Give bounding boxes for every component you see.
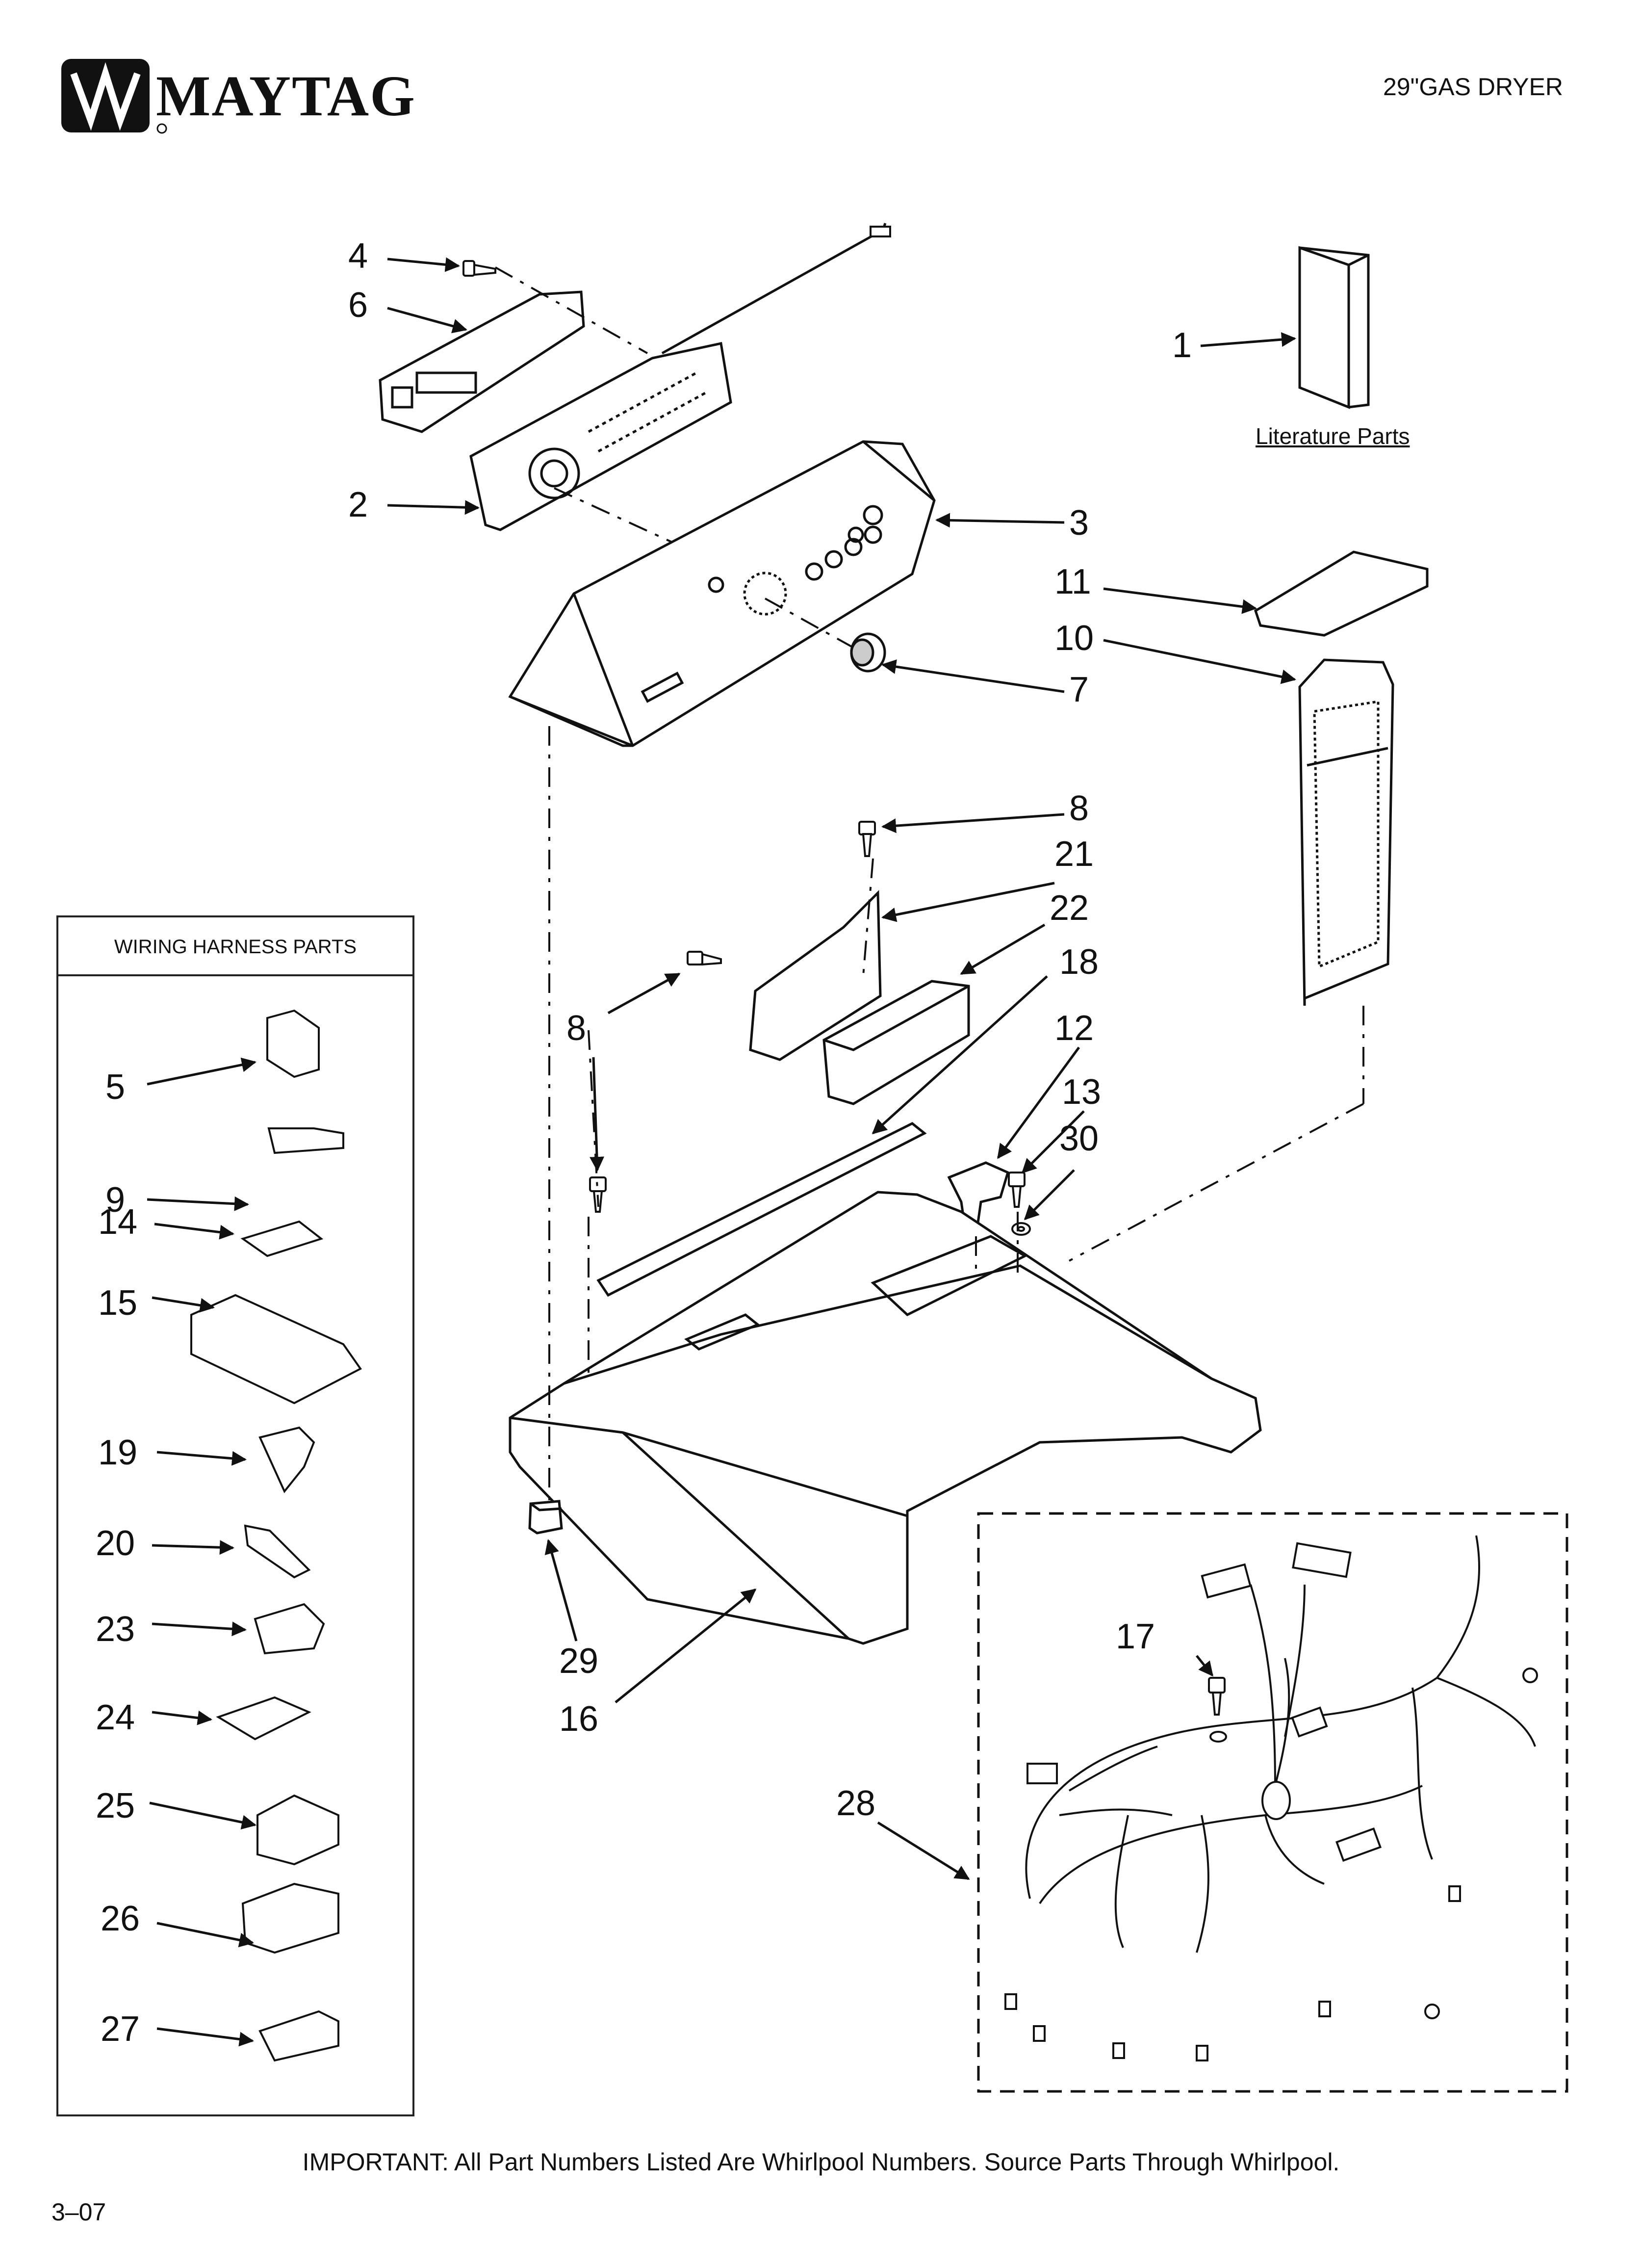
callout-1: 1	[1172, 326, 1192, 365]
screw	[1208, 1677, 1227, 1743]
callout-8: 8	[1069, 789, 1089, 828]
washer	[1011, 1222, 1031, 1236]
important-note: IMPORTANT: All Part Numbers Listed Are W…	[302, 2148, 1340, 2176]
legend-item-27: 27	[101, 2009, 140, 2049]
leader-arrows	[147, 257, 1296, 2047]
top-cover-trim	[596, 1122, 927, 1297]
harness-connector	[1004, 1542, 1538, 2061]
legend-item-25: 25	[96, 1786, 135, 1825]
legend-item-24: 24	[96, 1698, 135, 1737]
callout-22: 22	[1050, 888, 1089, 928]
literature-booklet	[1298, 246, 1370, 409]
callout-2: 2	[348, 485, 368, 524]
legend-item-23: 23	[96, 1610, 135, 1649]
legend-item-15: 15	[98, 1283, 138, 1323]
callout-16: 16	[559, 1699, 599, 1739]
callout-28: 28	[836, 1784, 876, 1823]
callout-10: 10	[1054, 619, 1094, 658]
legend-part-drawings	[190, 1009, 362, 2062]
brand-name: MAYTAG	[156, 64, 416, 128]
screw	[687, 951, 722, 966]
callout-13: 13	[1062, 1072, 1102, 1112]
callout-17: 17	[1116, 1617, 1155, 1656]
knob	[850, 632, 886, 673]
callout-30: 30	[1059, 1119, 1099, 1158]
control-board	[469, 342, 732, 531]
screw	[1008, 1172, 1026, 1208]
literature-parts-label: Literature Parts	[1256, 423, 1410, 449]
callout-3: 3	[1069, 503, 1089, 543]
callout-12: 12	[1054, 1009, 1094, 1048]
foot	[528, 1500, 563, 1535]
legend-item-19: 19	[98, 1433, 138, 1472]
callout-18: 18	[1059, 942, 1099, 982]
lint-filter-cover	[1254, 550, 1429, 637]
legend-item-5: 5	[105, 1068, 126, 1107]
revision-date: 3–07	[51, 2198, 106, 2226]
assembly-lines	[495, 266, 1364, 1501]
mounting-bracket	[749, 890, 882, 1061]
legend-item-20: 20	[96, 1524, 135, 1563]
harness-boundary	[977, 1512, 1568, 2093]
callout-4: 4	[348, 236, 368, 276]
callout-11: 11	[1054, 562, 1091, 601]
callout-6: 6	[348, 286, 368, 325]
top-panel	[509, 1191, 1262, 1645]
console-panel	[508, 440, 936, 747]
screw	[858, 821, 876, 857]
wiring-harness-legend: WIRING HARNESS PARTS	[56, 915, 414, 2116]
page-title: 29"GAS DRYER	[1383, 73, 1563, 101]
legend-heading: WIRING HARNESS PARTS	[58, 917, 412, 976]
electronic-module	[822, 980, 970, 1105]
legend-item-14: 14	[98, 1202, 138, 1242]
maytag-logo-icon	[61, 59, 167, 134]
screw	[462, 260, 496, 277]
wiring-harness	[1025, 1535, 1536, 1953]
callout-7: 7	[1069, 670, 1089, 709]
callout-8-lower: 8	[566, 1009, 587, 1048]
board-bracket	[379, 290, 585, 433]
legend-item-9: 9	[105, 1180, 126, 1220]
callout-29: 29	[559, 1642, 599, 1681]
lint-screen	[1298, 658, 1394, 1006]
legend-item-26: 26	[101, 1899, 140, 1938]
callout-21: 21	[1054, 834, 1094, 874]
